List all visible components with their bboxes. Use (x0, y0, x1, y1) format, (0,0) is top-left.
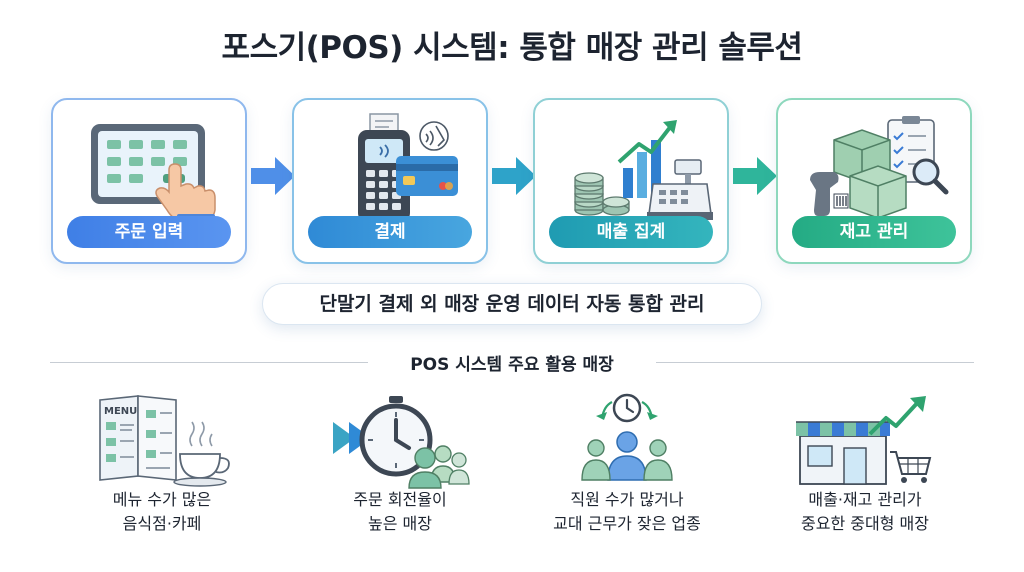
step-label-inventory: 재고 관리 (792, 216, 956, 248)
step-card-order: 주문 입력 (51, 98, 247, 264)
sales-chart-register-icon (574, 120, 713, 220)
flow-arrow-icon (733, 157, 777, 195)
fast-stopwatch-icon (333, 396, 470, 489)
store-growth-icon (796, 396, 932, 485)
section-divider-left (50, 362, 368, 363)
tablet-order-icon (91, 124, 216, 224)
integration-banner: 단말기 결제 외 매장 운영 데이터 자동 통합 관리 (262, 283, 762, 325)
page-title: 포스기(POS) 시스템: 통합 매장 관리 솔루션 (221, 30, 803, 66)
flow-arrow-icon (492, 157, 536, 195)
card-terminal-icon (358, 113, 458, 222)
step-label-sales: 매출 집계 (549, 216, 713, 248)
use-case-shift-work: 직원 수가 많거나 교대 근무가 잦은 업종 (553, 490, 701, 533)
inventory-boxes-icon (810, 116, 949, 219)
step-label-order: 주문 입력 (67, 216, 231, 248)
step-card-payment: 결제 (292, 98, 488, 264)
use-case-restaurant: 메뉴 수가 많은 음식점·카페 (112, 490, 212, 533)
step-card-sales: 매출 집계 (533, 98, 729, 264)
section-title: POS 시스템 주요 활용 매장 (410, 355, 614, 375)
staff-rotation-icon (581, 393, 673, 481)
menu-word: MENU (104, 406, 137, 417)
section-divider-right (656, 362, 974, 363)
step-card-inventory: 재고 관리 (776, 98, 972, 264)
flow-arrow-icon (251, 157, 295, 195)
use-case-mid-large-store: 매출·재고 관리가 중요한 중대형 매장 (801, 490, 929, 533)
menu-coffee-icon: MENU (99, 395, 230, 487)
step-label-payment: 결제 (308, 216, 472, 248)
use-case-high-turnover: 주문 회전율이 높은 매장 (353, 490, 447, 533)
